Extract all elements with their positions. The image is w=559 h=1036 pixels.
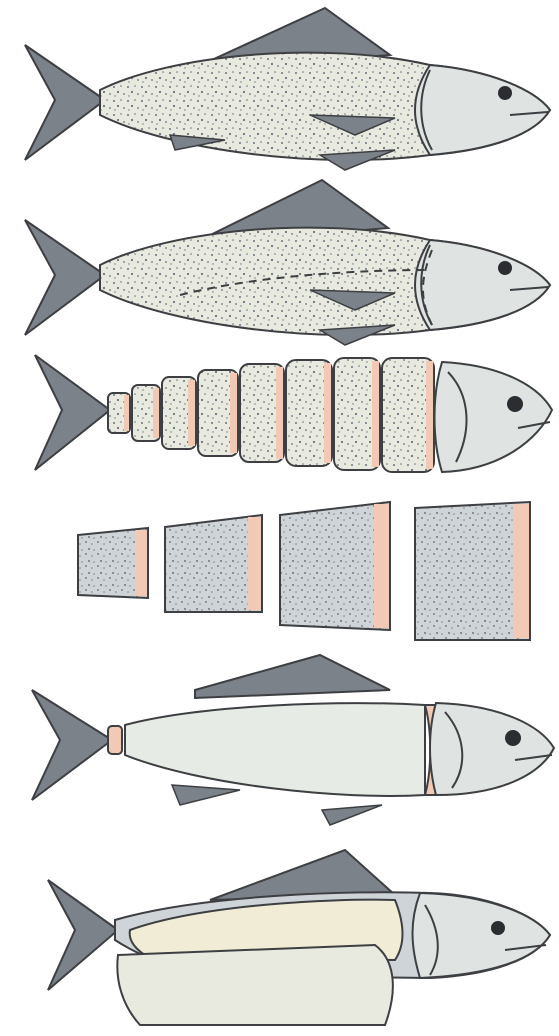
tail-fin xyxy=(32,690,112,800)
fish-head xyxy=(415,240,550,330)
steak-piece-flesh xyxy=(248,517,261,610)
steak-flesh xyxy=(426,361,433,469)
steak-flesh xyxy=(188,380,195,446)
fish-eye xyxy=(505,730,521,746)
removed-pelvic-fin xyxy=(322,805,382,825)
steak-flesh xyxy=(324,363,331,463)
steak-flesh xyxy=(124,395,129,431)
separated-steaks xyxy=(78,502,530,640)
whole-fish xyxy=(25,8,550,170)
fish-eye xyxy=(498,86,512,100)
steak-piece xyxy=(165,515,262,612)
fish-cut-into-steaks xyxy=(35,355,552,472)
steak-piece-flesh xyxy=(136,530,147,596)
fish-with-cut-lines xyxy=(25,180,550,345)
fish-head xyxy=(415,65,550,155)
fish-eye xyxy=(491,921,505,935)
fish-skinned-and-finned xyxy=(32,655,554,825)
tail-fin xyxy=(25,45,105,160)
fish-filleted xyxy=(48,850,550,1025)
steak-flesh xyxy=(230,373,237,453)
steak-flesh xyxy=(276,367,283,459)
steak-flesh xyxy=(153,388,159,438)
fish-head xyxy=(435,362,553,472)
fish-eye xyxy=(507,396,523,412)
removed-anal-fin xyxy=(172,785,240,805)
skinned-body xyxy=(125,703,425,796)
tail-fin xyxy=(48,880,118,990)
steak-piece xyxy=(415,502,530,640)
removed-dorsal-fin xyxy=(195,655,390,698)
steak-piece-flesh xyxy=(374,504,389,628)
steak-flesh xyxy=(372,361,379,467)
tail-fin xyxy=(25,220,105,335)
fish-head xyxy=(413,893,551,978)
steak-piece-flesh xyxy=(513,504,529,638)
tail-joint xyxy=(108,726,122,754)
tail-fin xyxy=(35,355,110,470)
steak-piece xyxy=(280,502,390,630)
lower-fillet xyxy=(117,945,393,1025)
fish-eye xyxy=(498,261,512,275)
